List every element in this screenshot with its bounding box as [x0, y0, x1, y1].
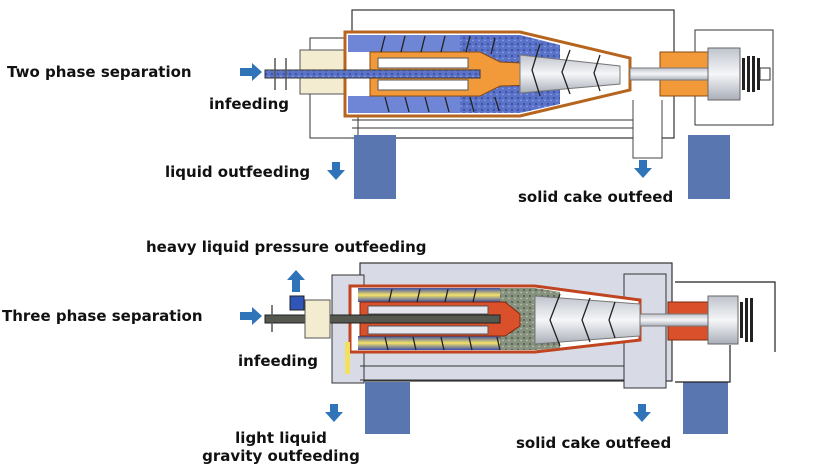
three-phase-base-right — [683, 382, 728, 434]
two-phase-inlet-flange — [274, 58, 287, 90]
two-phase-feed-tube — [264, 69, 481, 79]
three-phase-light-liquid-label: light liquid gravity outfeeding — [196, 429, 366, 465]
three-phase-pulley-drum — [707, 295, 739, 345]
three-phase-light-out-arrow — [325, 404, 343, 422]
two-phase-solid-chute — [632, 100, 663, 159]
two-phase-infeeding-label: infeeding — [209, 95, 289, 113]
three-phase-screw-flights — [384, 288, 616, 351]
three-phase-heavy-outlet — [289, 295, 305, 311]
three-phase-heavy-out-arrow — [287, 270, 305, 292]
two-phase-decanter — [240, 9, 774, 199]
three-phase-feed-tube — [264, 314, 501, 324]
two-phase-liquid-out-arrow — [327, 162, 345, 180]
two-phase-solid-outfeed-label: solid cake outfeed — [518, 188, 674, 206]
two-phase-infeed-arrow — [240, 63, 262, 81]
two-phase-screw-flights — [380, 35, 601, 113]
three-phase-solid-out-arrow — [633, 404, 651, 422]
three-phase-pulley — [740, 298, 753, 342]
light-liquid-line1: light liquid — [235, 429, 327, 447]
two-phase-solid-out-arrow — [634, 160, 652, 178]
three-phase-infeed-arrow — [240, 307, 262, 325]
two-phase-base-right — [688, 135, 730, 199]
light-liquid-line2: gravity outfeeding — [202, 447, 360, 465]
three-phase-bearing-housing — [304, 299, 331, 339]
two-phase-liquid-top — [348, 35, 460, 52]
three-phase-light-outlet — [345, 342, 350, 374]
three-phase-title: Three phase separation — [2, 307, 203, 325]
three-phase-heavy-liquid-label: heavy liquid pressure outfeeding — [146, 238, 427, 256]
two-phase-pulley-drum — [707, 47, 741, 101]
two-phase-liquid-bottom — [348, 96, 460, 113]
two-phase-base-left — [354, 135, 396, 199]
three-phase-liquid-top — [358, 288, 528, 302]
two-phase-pulley — [742, 56, 760, 92]
three-phase-infeeding-label: infeeding — [238, 352, 318, 370]
three-phase-solid-outfeed-label: solid cake outfeed — [516, 434, 672, 452]
two-phase-liquid-outfeeding-label: liquid outfeeding — [165, 163, 311, 181]
three-phase-decanter — [240, 262, 776, 434]
two-phase-title: Two phase separation — [7, 63, 192, 81]
three-phase-base-left — [365, 382, 410, 434]
